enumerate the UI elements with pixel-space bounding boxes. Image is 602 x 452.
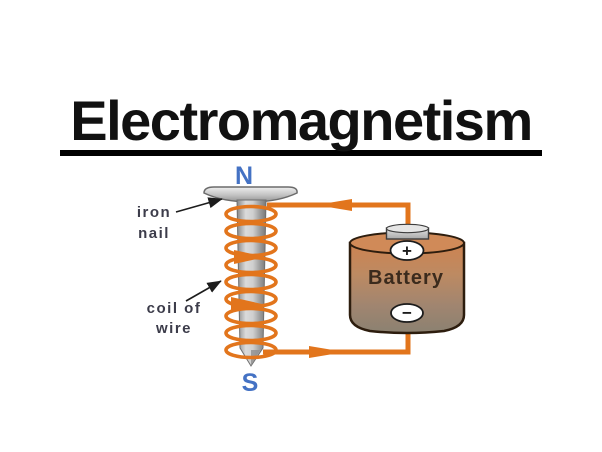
- south-pole-label: S: [242, 369, 259, 397]
- minus-sign-icon: −: [402, 304, 412, 323]
- coil-loop: [224, 340, 278, 360]
- part-labels: iron nail coil of wire: [137, 204, 202, 337]
- coil-loop: [224, 289, 278, 309]
- positive-terminal-badge: [389, 240, 425, 261]
- plus-sign-icon: +: [402, 242, 412, 261]
- coil-label-line2: wire: [155, 320, 192, 337]
- battery-terminal-cap-top: [385, 223, 430, 234]
- callout-arrows: [175, 197, 223, 302]
- coil-callout-arrow-icon: [185, 280, 222, 302]
- coil-label-line1: coil of: [147, 300, 202, 317]
- current-arrow-bottom-right-icon: [309, 346, 345, 358]
- coil-loop: [224, 272, 278, 292]
- battery-body: [348, 241, 466, 335]
- nail-head: [203, 186, 298, 203]
- wire-top: [267, 202, 411, 230]
- coil-loop: [224, 221, 278, 241]
- iron-nail-callout-arrow-icon: [175, 197, 223, 213]
- iron-nail-label-line1: iron: [137, 204, 171, 221]
- coil-loop: [224, 204, 278, 224]
- coil-of-wire: [224, 204, 278, 360]
- current-direction-arrows: [309, 199, 352, 358]
- coil-current-arrow-icon: [231, 297, 262, 311]
- coil-loop: [224, 306, 278, 326]
- title-area: Electromagnetism: [0, 91, 602, 157]
- battery: + Battery −: [348, 223, 466, 335]
- iron-nail-label-line2: nail: [138, 225, 170, 242]
- negative-terminal-badge: [390, 303, 424, 323]
- page-title: Electromagnetism: [60, 91, 542, 157]
- coil-loop: [224, 323, 278, 343]
- current-arrow-top-left-icon: [316, 199, 352, 211]
- coil-current-arrow-icon: [234, 250, 266, 264]
- battery-label: Battery: [368, 267, 444, 289]
- north-pole-label: N: [235, 162, 253, 190]
- coil-current-arrows: [231, 250, 266, 311]
